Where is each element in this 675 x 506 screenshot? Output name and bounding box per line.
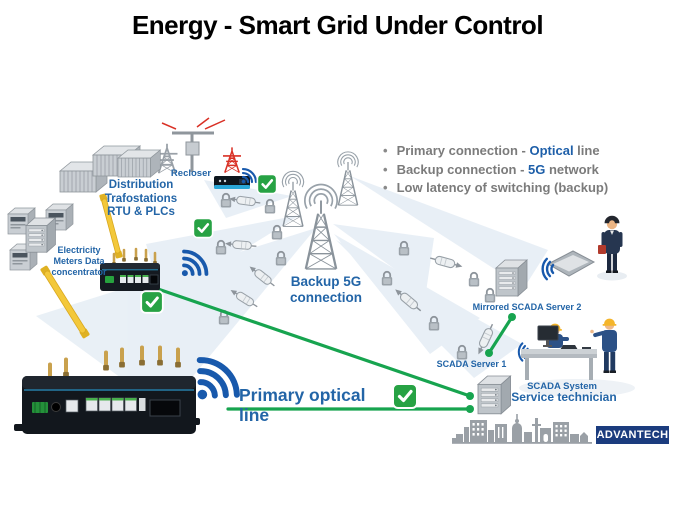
meters-label-line3: concentrator — [51, 266, 107, 277]
cell-tower-main-icon — [303, 183, 339, 271]
backup-5g-label-line1: Backup 5G — [290, 274, 362, 289]
businessman-figure — [597, 215, 627, 281]
backup-5g-label-line2: connection — [289, 290, 362, 305]
key-points-list: • Primary connection - Optical line • Ba… — [383, 142, 608, 198]
recloser-modem-icon — [214, 176, 250, 189]
cellular-router-icon — [100, 247, 160, 291]
bullet-icon: • — [383, 180, 388, 195]
bullet-item: • Primary connection - Optical line — [383, 142, 608, 161]
service-technician-label: Service technician — [511, 390, 617, 404]
ethernet-cable-icon — [40, 193, 123, 339]
scada-server1-label: SCADA Server 1 — [436, 359, 507, 369]
advantech-logo-text: ADVANTECH — [596, 429, 669, 441]
main-router-icon — [14, 345, 200, 434]
bullet-text: Low latency of switching (backup) — [396, 180, 609, 195]
distribution-label-line1: Distribution — [108, 179, 174, 191]
bullet-item: • Low latency of switching (backup) — [383, 179, 608, 198]
service-technicians-scene — [519, 318, 635, 397]
bullet-text: line — [573, 143, 600, 158]
backup-5g-label: Backup 5G connection — [276, 274, 376, 306]
distribution-label-line3: RTU & PLCs — [107, 206, 175, 218]
optical-lines — [156, 287, 514, 411]
optical-line-nodes — [466, 313, 516, 413]
standing-technician-figure — [590, 318, 617, 373]
recloser-label: Recloser — [170, 168, 212, 179]
meters-label: Electricity Meters Data concentrator — [47, 245, 111, 277]
primary-optical-label: Primary optical line — [239, 385, 366, 425]
distribution-label: Distribution Trafostations RTU & PLCs — [80, 179, 202, 220]
mirrored-scada-server-icon — [495, 259, 528, 297]
bullet-icon: • — [383, 161, 388, 177]
meters-label-line2: Meters Data — [53, 255, 105, 266]
mirrored-server-label: Mirrored SCADA Server 2 — [472, 302, 582, 312]
bullet-highlight: Optical — [529, 143, 574, 158]
bullet-item: • Backup connection - 5G network — [383, 161, 608, 180]
bullet-highlight: 5G — [528, 161, 546, 177]
recloser-pole-icon — [161, 117, 226, 172]
meters-label-line1: Electricity — [57, 245, 101, 255]
advantech-logo: ADVANTECH — [596, 426, 669, 444]
bullet-icon: • — [383, 143, 388, 158]
bullet-text: Primary connection - — [396, 143, 530, 158]
page-title: Energy - Smart Grid Under Control — [131, 10, 544, 40]
tablet-icon — [546, 250, 596, 277]
scada-system-label: SCADA System — [527, 381, 597, 392]
city-skyline-icon — [452, 414, 592, 444]
bullet-text: network — [545, 161, 599, 177]
distribution-label-line2: Trafostations — [104, 192, 178, 205]
bullet-text: Backup connection - — [396, 161, 529, 177]
pylon-red-icon — [222, 146, 242, 174]
